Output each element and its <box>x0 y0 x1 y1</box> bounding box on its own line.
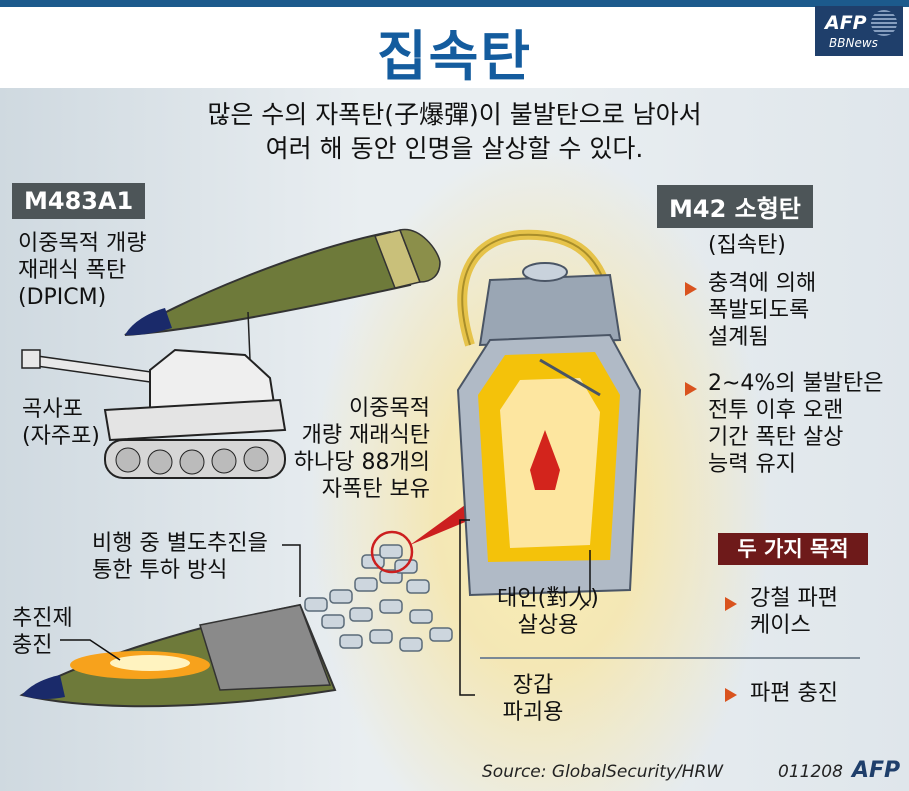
zoom-pointer <box>410 505 470 545</box>
triangle-bullet-icon <box>725 688 737 702</box>
howitzer-label: 곡사포 (자주포) <box>22 396 100 450</box>
m42-label: M42 소형탄 <box>657 185 813 228</box>
subtitle-line-1: 많은 수의 자폭탄(子爆彈)이 불발탄으로 남아서 <box>207 100 702 129</box>
cutaway-shell-icon <box>19 603 337 708</box>
submunition-count-label: 이중목적 개량 재래식탄 하나당 88개의 자폭탄 보유 <box>290 395 430 503</box>
bullet-dud-line-3: 기간 폭탄 살상 <box>708 425 844 450</box>
bullet-dud-line-2: 전투 이후 오랜 <box>708 398 844 423</box>
bullet-impact-line-1: 충격에 의해 <box>708 271 817 296</box>
propellant-line-1: 추진제 <box>12 606 73 631</box>
afp-logo: AFP BBNews <box>815 6 903 56</box>
m42-subheader: (집속탄) <box>708 233 786 258</box>
howitzer-line-2: (자주포) <box>22 424 100 449</box>
antiarmor-line-2: 파괴용 <box>502 700 564 725</box>
delivery-line-2: 통한 투하 방식 <box>92 558 228 583</box>
header: 집속탄 AFP BBNews <box>0 0 909 88</box>
bullet-impact-line-3: 설계됨 <box>708 325 769 350</box>
subtitle-line-2: 여러 해 동안 인명을 살상할 수 있다. <box>265 134 644 163</box>
triangle-bullet-icon <box>725 597 737 611</box>
purpose-title: 두 가지 목적 <box>718 533 868 565</box>
dpicm-label: 이중목적 개량 재래식 폭탄 (DPICM) <box>18 230 146 311</box>
propellant-line-2: 충진 <box>12 633 53 658</box>
bullet-dud-line-1: 2~4%의 불발탄은 <box>708 371 884 396</box>
delivery-label: 비행 중 별도추진을 통한 투하 방식 <box>92 530 268 584</box>
submunition-icon <box>304 544 453 652</box>
page-title: 집속탄 <box>376 25 533 88</box>
antipersonnel-label: 대인(對人) 살상용 <box>488 585 608 639</box>
logo-brand: AFP <box>825 12 867 34</box>
triangle-bullet-icon <box>685 282 697 296</box>
purpose-steel-line-1: 강철 파편 <box>750 586 838 611</box>
submunition-line-3: 하나당 88개의 <box>293 450 430 475</box>
graphic-code: 011208 <box>778 762 843 782</box>
antiarmor-line-1: 장갑 <box>512 673 554 698</box>
submunition-line-1: 이중목적 <box>349 396 430 421</box>
triangle-bullet-icon <box>685 382 697 396</box>
propellant-label: 추진제 충진 <box>12 605 73 659</box>
globe-icon <box>871 10 897 36</box>
howitzer-icon <box>21 348 287 479</box>
zoom-circle <box>370 530 414 574</box>
submunition-line-4: 자폭탄 보유 <box>321 477 430 502</box>
purpose-fragment-fill: 파편 충진 <box>750 680 838 707</box>
purpose-steel-line-2: 케이스 <box>750 613 811 638</box>
purpose-fragment-line-1: 파편 충진 <box>750 681 838 706</box>
submunition-line-2: 개량 재래식탄 <box>301 423 430 448</box>
dpicm-line-3: (DPICM) <box>18 285 107 310</box>
antiarmor-label: 장갑 파괴용 <box>478 672 588 726</box>
footer-logo: AFP <box>852 758 901 783</box>
dpicm-line-1: 이중목적 개량 <box>18 231 147 256</box>
m483a1-label: M483A1 <box>12 183 146 219</box>
subtitle: 많은 수의 자폭탄(子爆彈)이 불발탄으로 남아서 여러 해 동안 인명을 살상… <box>0 98 909 166</box>
bullet-dud-rate: 2~4%의 불발탄은 전투 이후 오랜 기간 폭탄 살상 능력 유지 <box>708 370 884 478</box>
artillery-shell-icon <box>124 228 441 361</box>
howitzer-line-1: 곡사포 <box>22 397 83 422</box>
bullet-impact: 충격에 의해 폭발되도록 설계됨 <box>708 270 816 351</box>
top-bar <box>0 0 909 7</box>
source-credit: Source: GlobalSecurity/HRW <box>482 762 724 782</box>
purpose-steel-case: 강철 파편 케이스 <box>750 585 838 639</box>
m42-submunition-icon <box>456 229 642 597</box>
delivery-line-1: 비행 중 별도추진을 <box>92 531 268 556</box>
bullet-dud-line-4: 능력 유지 <box>708 452 796 477</box>
leader-lines <box>60 519 860 696</box>
logo-sub: BBNews <box>829 36 878 50</box>
antipersonnel-line-1: 대인(對人) <box>497 586 599 611</box>
dpicm-line-2: 재래식 폭탄 <box>18 258 127 283</box>
bullet-impact-line-2: 폭발되도록 <box>708 298 810 323</box>
antipersonnel-line-2: 살상용 <box>517 613 579 638</box>
